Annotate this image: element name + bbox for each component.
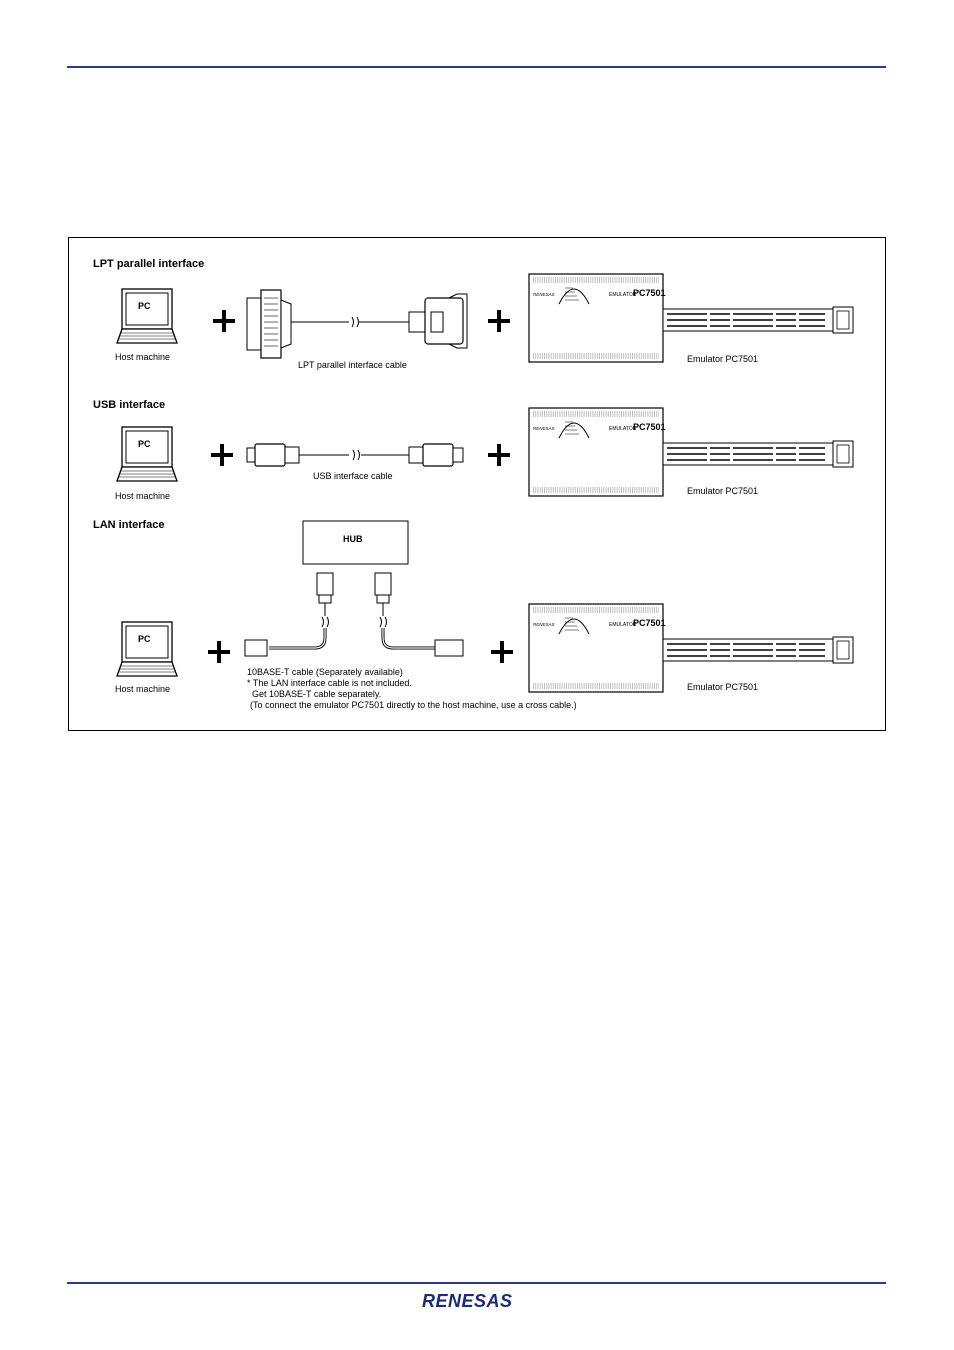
emulator-label: Emulator PC7501 (687, 682, 759, 692)
lpt-section-title: LPT parallel interface (93, 258, 205, 270)
plus-icon (208, 641, 230, 663)
lan-section-title: LAN interface (93, 519, 165, 531)
plus-icon (213, 310, 235, 332)
plus-icon (488, 310, 510, 332)
lan-note-3: Get 10BASE-T cable separately. (252, 689, 382, 699)
footer-rule (67, 1282, 886, 1284)
connection-diagram: RENESAS EMULATOR PC7501 (68, 237, 886, 731)
usb-cable-label: USB interface cable (313, 471, 393, 481)
lan-cable-icon (244, 572, 464, 657)
lan-note-4: (To connect the emulator PC7501 directly… (250, 700, 577, 710)
emulator-icon (528, 603, 854, 693)
hub-label: HUB (343, 534, 363, 544)
host-machine-label: Host machine (115, 491, 171, 501)
emulator-label: Emulator PC7501 (687, 486, 759, 496)
pc-label: PC (138, 439, 151, 449)
hub-box (302, 520, 409, 565)
lan-note-2: * The LAN interface cable is not include… (247, 678, 412, 688)
renesas-logo: RENESAS (422, 1291, 513, 1311)
usb-cable-icon (246, 443, 464, 467)
lan-note-1: 10BASE-T cable (Separately available) (247, 667, 403, 677)
plus-icon (488, 444, 510, 466)
emulator-label: Emulator PC7501 (687, 354, 759, 364)
lpt-cable-label: LPT parallel interface cable (298, 360, 407, 370)
pc-label: PC (138, 634, 151, 644)
svg-text:RENESAS: RENESAS (422, 1291, 513, 1311)
pc-label: PC (138, 301, 151, 311)
centronics-connector-icon (408, 293, 468, 349)
host-laptop-icon (116, 621, 178, 677)
host-laptop-icon (116, 426, 178, 482)
host-machine-label: Host machine (115, 352, 171, 362)
host-machine-label: Host machine (115, 684, 171, 694)
host-laptop-icon (116, 288, 178, 344)
plus-icon (491, 641, 513, 663)
header-rule (67, 66, 886, 68)
emulator-icon (528, 273, 854, 363)
diagram-graphics: RENESAS EMULATOR PC7501 (116, 273, 854, 693)
plus-icon (211, 444, 233, 466)
usb-section-title: USB interface (93, 399, 166, 411)
lpt-connector-icon (246, 289, 409, 359)
emulator-icon (528, 407, 854, 497)
